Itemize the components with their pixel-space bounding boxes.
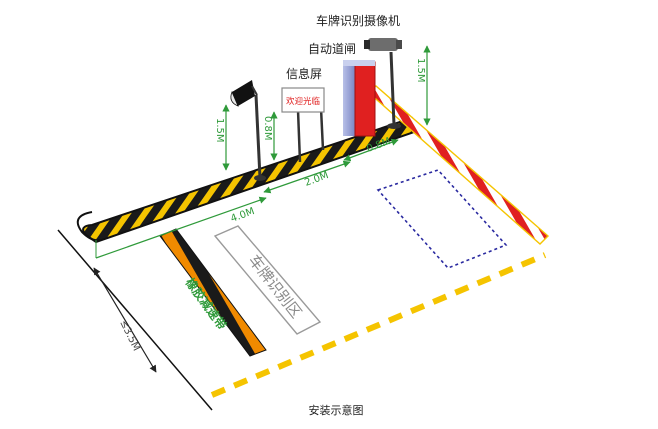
camera-pole xyxy=(389,51,396,126)
dim-lamp-to-barrier-label: 2.0M xyxy=(303,170,330,189)
recognition-zone-label: 车牌识别区 xyxy=(245,251,305,321)
camera-label: 车牌识别摄像机 xyxy=(316,13,400,28)
display-pole-left xyxy=(296,109,302,163)
camera-pole-base xyxy=(387,123,401,129)
dim-barrier-offset xyxy=(343,138,399,162)
display-screen-text: 欢迎光临 xyxy=(286,96,321,107)
lane-boundary-yellow xyxy=(210,252,547,398)
dim-display-height-label: 0.8M xyxy=(262,116,273,141)
dim-bump-to-lamp-line xyxy=(95,196,267,259)
barrier-label: 自动道闸 xyxy=(308,42,356,56)
dim-lamp-to-barrier xyxy=(263,160,351,194)
diagram-caption: 安装示意图 xyxy=(309,403,364,417)
dim-camera-height-label: 1.5M xyxy=(415,58,426,83)
curb-island-outline xyxy=(76,211,101,242)
barrier-cabinet-top xyxy=(343,60,375,66)
lamp-pole-base xyxy=(254,175,266,181)
barrier-cabinet-front xyxy=(354,61,376,137)
lamp-pole xyxy=(254,94,262,179)
display-screen xyxy=(281,87,325,113)
vehicle-detection-zone xyxy=(376,169,508,269)
display-label: 信息屏 xyxy=(286,66,322,81)
recognition-zone xyxy=(213,225,322,335)
display-pole-right xyxy=(319,107,325,151)
dim-bump-to-lamp-label: 4.0M xyxy=(229,206,256,225)
barrier-cabinet-side xyxy=(343,66,355,136)
dim-lamp-height-label: 1.5M xyxy=(214,118,225,143)
curb-island xyxy=(82,116,422,244)
floodlight-icon xyxy=(230,80,258,107)
camera-icon xyxy=(364,38,402,51)
dim-lane-width xyxy=(93,267,157,373)
barrier-arm xyxy=(366,85,550,245)
